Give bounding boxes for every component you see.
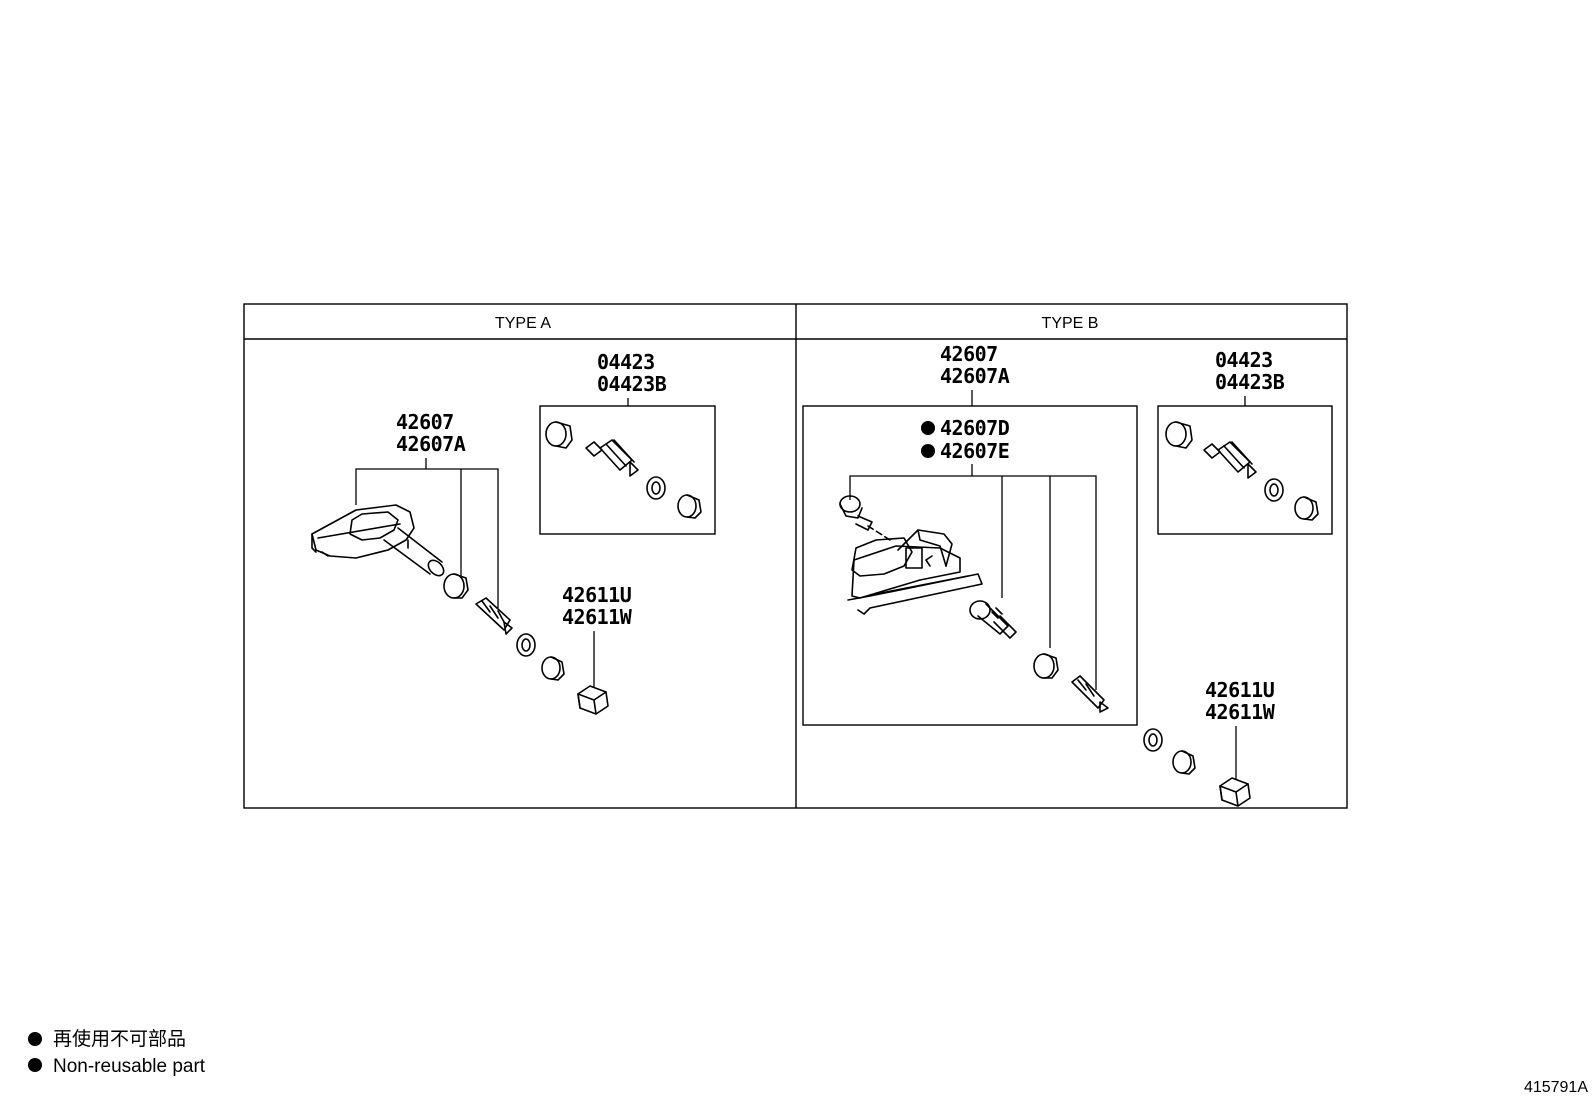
part-number: 42607E — [940, 439, 1009, 463]
diagram-frame — [243, 303, 1348, 809]
type-b-washer — [1143, 728, 1163, 752]
type-b-valve-kit-label: 04423 04423B — [1215, 348, 1285, 394]
type-b-nut — [1172, 750, 1196, 775]
non-reusable-legend-icon — [28, 1058, 42, 1072]
part-number: 42611U — [1205, 678, 1274, 702]
type-b-cap-label: 42611U 42611W — [1205, 678, 1276, 780]
type-b-kit-grommet — [1165, 421, 1193, 449]
type-b-valve-core — [1071, 675, 1109, 713]
type-a-valve-kit-label: 04423 04423B — [597, 350, 667, 396]
type-b-kit-washer — [1264, 478, 1284, 502]
part-number: 42607A — [940, 364, 1010, 388]
type-b-kit-valve-core — [1203, 441, 1257, 479]
part-number: 42607 — [396, 410, 454, 434]
type-b-non-reusable-kit-label: 42607D 42607E — [921, 416, 1010, 463]
type-b-grommet — [1033, 653, 1059, 679]
type-a-sensor-kit-leaders — [355, 458, 499, 608]
type-a-washer — [516, 633, 536, 657]
type-b-kit-nut — [1294, 496, 1319, 521]
legend-text-english: Non-reusable part — [53, 1056, 206, 1077]
part-number: 04423 — [597, 350, 655, 374]
panel-title-type-a: TYPE A — [495, 315, 551, 332]
part-number: 42607 — [940, 342, 998, 366]
type-b-tire-pressure-sensor — [839, 495, 983, 615]
type-a-valve-core — [475, 597, 513, 635]
type-a-sensor-kit-label: 42607 42607A — [396, 410, 466, 456]
type-b-valve-cap — [1219, 777, 1251, 807]
type-a-nut — [541, 656, 565, 681]
part-number: 42607A — [396, 432, 466, 456]
type-a-kit-valve-core — [585, 439, 639, 477]
type-a-kit-washer — [646, 476, 666, 500]
type-a-kit-nut — [677, 494, 702, 519]
type-b-valve-stem — [969, 600, 1017, 639]
non-reusable-marker-icon — [921, 421, 935, 435]
type-a-kit-grommet — [545, 421, 573, 449]
type-a-grommet — [443, 573, 469, 599]
part-number: 42611W — [562, 605, 633, 629]
type-b-sensor-kit-label: 42607 42607A — [940, 342, 1010, 406]
type-a-tire-pressure-sensor — [311, 504, 445, 577]
part-number: 42611W — [1205, 700, 1276, 724]
type-a-valve-kit-box — [539, 398, 716, 535]
non-reusable-marker-icon — [921, 444, 935, 458]
type-b-sensor-kit-box — [802, 405, 1138, 726]
non-reusable-legend-icon — [28, 1032, 42, 1046]
type-b-valve-kit-box — [1157, 396, 1333, 535]
part-number: 04423 — [1215, 348, 1273, 372]
part-number: 42611U — [562, 583, 631, 607]
part-number: 42607D — [940, 416, 1010, 440]
part-number: 04423B — [597, 372, 667, 396]
type-a-valve-cap — [577, 685, 609, 715]
legend: 再使用不可部品 Non-reusable part — [28, 1028, 206, 1077]
panel-title-type-b: TYPE B — [1042, 315, 1099, 332]
figure-id: 415791A — [1524, 1079, 1588, 1096]
type-a-cap-label: 42611U 42611W — [562, 583, 633, 688]
part-number: 04423B — [1215, 370, 1285, 394]
type-b-sensor-kit-leaders — [849, 464, 1097, 690]
legend-text-japanese: 再使用不可部品 — [53, 1028, 186, 1050]
